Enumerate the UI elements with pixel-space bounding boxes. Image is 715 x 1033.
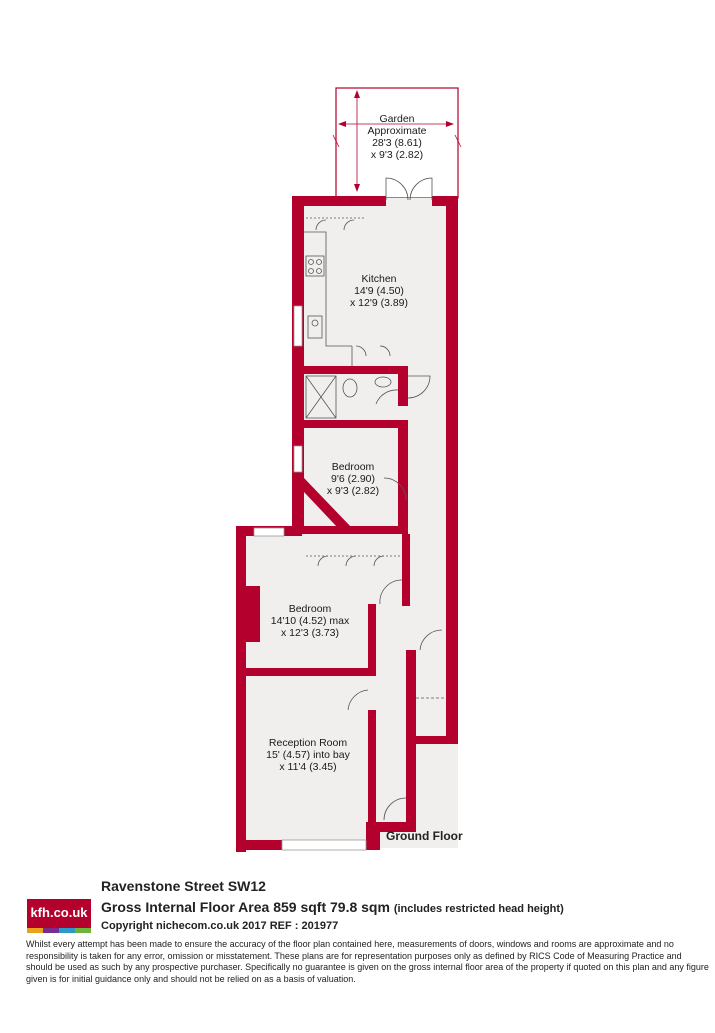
logo-stripe-3 bbox=[59, 928, 75, 933]
property-address: Ravenstone Street SW12 bbox=[101, 878, 266, 894]
walls bbox=[236, 196, 458, 852]
doors bbox=[347, 177, 443, 821]
copyright: Copyright nichecom.co.uk 2017 REF : 2019… bbox=[101, 920, 339, 932]
garden-dim-2: x 9'3 (2.82) bbox=[371, 149, 423, 161]
logo-text: kfh.co.uk bbox=[30, 905, 88, 920]
floor-plan: Garden Approximate 28'3 (8.61) x 9'3 (2.… bbox=[236, 87, 463, 852]
floor-fill bbox=[236, 198, 458, 850]
reception-dim-1: 15' (4.57) into bay bbox=[266, 749, 350, 761]
garden-dim-1: 28'3 (8.61) bbox=[372, 137, 422, 149]
logo-stripe-1 bbox=[27, 928, 43, 933]
logo-stripe-4 bbox=[75, 928, 91, 933]
reception-dim-2: x 11'4 (3.45) bbox=[279, 761, 336, 773]
bedroom2-dim-1: 14'10 (4.52) max bbox=[271, 615, 350, 627]
floor-area-note: (includes restricted head height) bbox=[393, 903, 564, 915]
bedroom1-dim-1: 9'6 (2.90) bbox=[331, 473, 375, 485]
logo-stripes bbox=[27, 928, 91, 933]
bedroom2-dim-2: x 12'3 (3.73) bbox=[281, 627, 339, 639]
kitchen-name: Kitchen bbox=[361, 273, 396, 285]
garden-name: Garden bbox=[379, 113, 414, 125]
bedroom1-dim-2: x 9'3 (2.82) bbox=[327, 485, 379, 497]
kitchen-dim-1: 14'9 (4.50) bbox=[354, 285, 404, 297]
floor-area: Gross Internal Floor Area 859 sqft 79.8 … bbox=[101, 899, 564, 915]
fixtures bbox=[304, 217, 446, 699]
bedroom2-name: Bedroom bbox=[289, 603, 332, 615]
floor-area-value: Gross Internal Floor Area 859 sqft 79.8 … bbox=[101, 899, 390, 915]
logo-stripe-2 bbox=[43, 928, 59, 933]
kitchen-dim-2: x 12'9 (3.89) bbox=[350, 297, 408, 309]
disclaimer: Whilst every attempt has been made to en… bbox=[26, 939, 709, 984]
windows bbox=[253, 305, 367, 851]
garden-subtitle: Approximate bbox=[368, 125, 427, 137]
reception-name: Reception Room bbox=[269, 737, 347, 749]
bedroom1-name: Bedroom bbox=[332, 461, 375, 473]
kfh-logo: kfh.co.uk bbox=[27, 899, 91, 933]
floor-label: Ground Floor bbox=[386, 829, 463, 843]
garden-area bbox=[332, 87, 462, 199]
